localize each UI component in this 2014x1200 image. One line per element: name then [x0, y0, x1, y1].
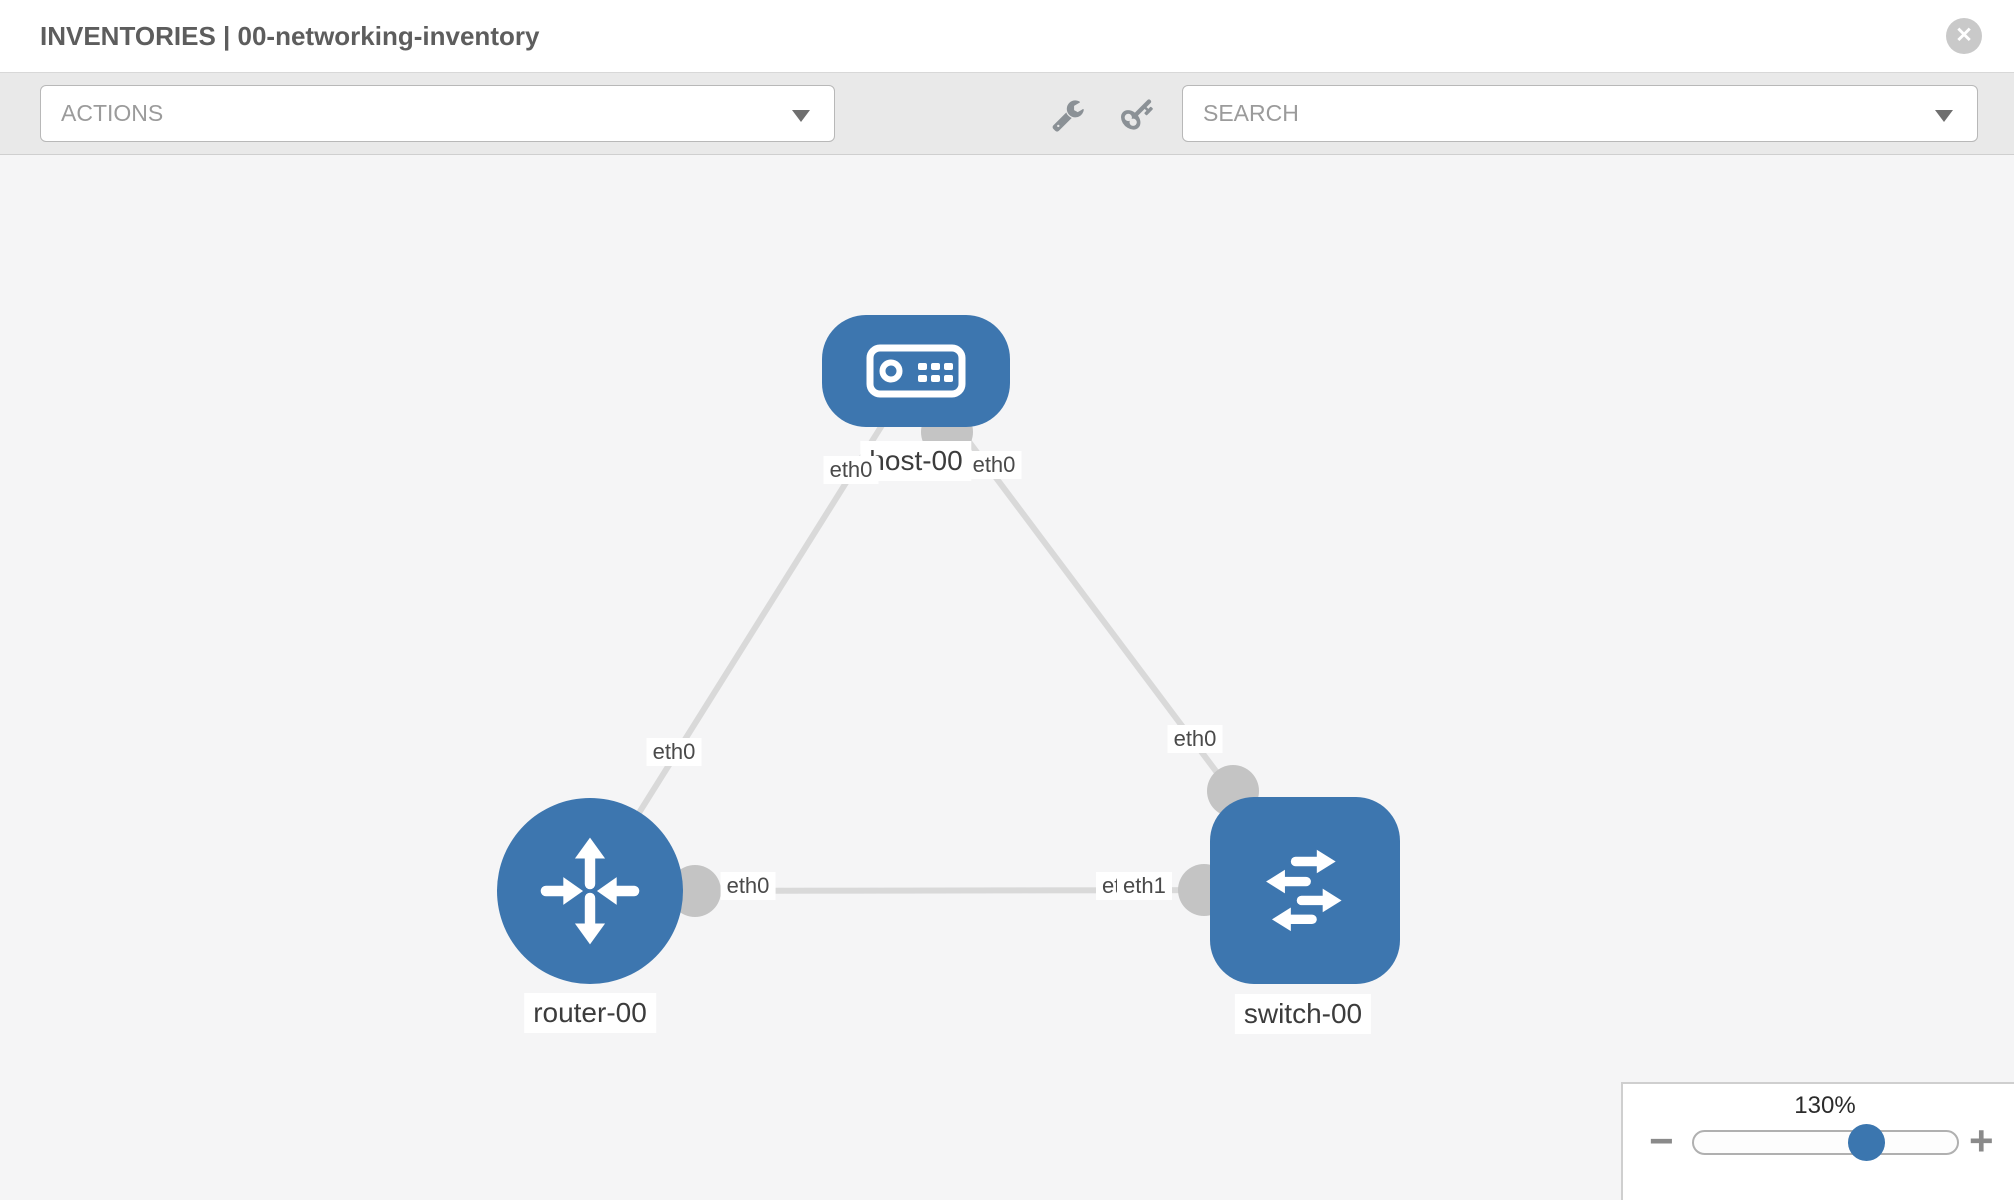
zoom-slider-handle[interactable] [1848, 1124, 1885, 1161]
node-switch[interactable] [1210, 797, 1400, 984]
zoom-in-icon[interactable]: + [1969, 1117, 1994, 1164]
node-router[interactable] [497, 798, 683, 984]
zoom-level-value: 130% [1794, 1092, 1856, 1119]
credentials-key-button[interactable] [1116, 95, 1160, 135]
iface-label-router-eth0: eth0 [720, 872, 776, 900]
configure-wrench-button[interactable] [1046, 95, 1090, 135]
node-label-router: router-00 [524, 993, 656, 1033]
header: INVENTORIES | 00-networking-inventory ✕ [0, 0, 2014, 72]
close-icon[interactable]: ✕ [1946, 18, 1982, 54]
iface-label-switch-eth1: eth1 [1117, 872, 1172, 900]
zoom-slider-track[interactable] [1692, 1124, 1959, 1161]
server-icon [866, 344, 966, 398]
chevron-down-icon [1935, 110, 1953, 122]
router-icon [540, 837, 640, 945]
zoom-widget: 130% − + [1621, 1082, 2014, 1200]
iface-label-router-eth0-uplink: eth0 [646, 738, 702, 766]
topology-canvas[interactable]: host-00 router-00 switch-00 eth0 eth0 et… [0, 155, 2014, 1200]
wrench-icon [1052, 100, 1084, 132]
iface-label-host-eth0-left: eth0 [823, 456, 879, 484]
actions-dropdown[interactable]: ACTIONS [40, 85, 835, 142]
actions-dropdown-label: ACTIONS [61, 100, 164, 126]
iface-label-host-eth0-right: eth0 [966, 451, 1022, 479]
chevron-down-icon [792, 110, 810, 122]
topology-links-layer [587, 369, 1308, 917]
page-title: INVENTORIES | 00-networking-inventory [40, 21, 540, 51]
zoom-out-icon[interactable]: − [1649, 1117, 1674, 1164]
node-host[interactable] [822, 315, 1010, 427]
node-label-switch: switch-00 [1234, 994, 1372, 1034]
search-placeholder: SEARCH [1203, 100, 1299, 126]
node-label-host: host-00 [860, 441, 972, 481]
iface-label-switch-eth0-uplink: eth0 [1167, 725, 1223, 753]
switch-icon [1266, 849, 1342, 931]
toolbar: ACTIONS SEARCH [0, 72, 2014, 155]
search-dropdown[interactable]: SEARCH [1182, 85, 1978, 142]
key-icon [1121, 99, 1153, 130]
